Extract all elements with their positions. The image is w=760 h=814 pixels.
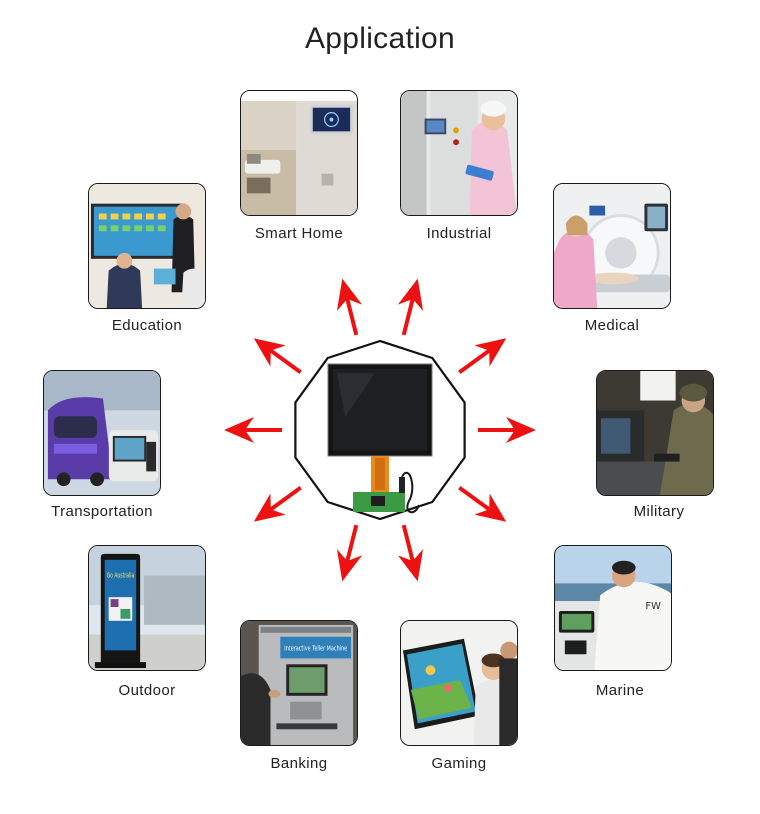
label-outdoor: Outdoor bbox=[118, 682, 176, 699]
touch-panel-shine bbox=[337, 373, 375, 417]
smart-home-image bbox=[241, 91, 357, 215]
svg-text:FW: FW bbox=[645, 601, 661, 612]
tile-smart-home bbox=[240, 90, 358, 216]
label-smart-home: Smart Home bbox=[254, 225, 344, 242]
arrow-shaft bbox=[458, 348, 491, 375]
arrow-head bbox=[397, 278, 424, 311]
arrow-head bbox=[474, 493, 507, 522]
arrow-transportation bbox=[224, 417, 282, 443]
arrow-banking bbox=[336, 524, 363, 582]
arrow-shaft bbox=[345, 524, 359, 562]
arrow-head bbox=[506, 417, 536, 443]
banking-image: Interactive Teller Machine bbox=[241, 621, 357, 745]
arrow-head bbox=[474, 338, 507, 367]
gaming-image bbox=[401, 621, 517, 745]
arrow-head bbox=[253, 338, 286, 367]
controller-chip bbox=[371, 496, 385, 506]
arrow-head bbox=[253, 493, 286, 522]
label-banking: Banking bbox=[270, 755, 328, 772]
industrial-image bbox=[401, 91, 517, 215]
label-marine: Marine bbox=[595, 682, 645, 699]
diagram-title: Application bbox=[304, 22, 456, 55]
arrow-head bbox=[336, 278, 363, 311]
tile-medical bbox=[553, 183, 671, 309]
arrow-shaft bbox=[269, 348, 302, 375]
arrow-head bbox=[336, 549, 363, 582]
tile-industrial bbox=[400, 90, 518, 216]
arrow-gaming bbox=[397, 524, 424, 582]
label-industrial: Industrial bbox=[426, 225, 492, 242]
usb-cable bbox=[401, 471, 420, 514]
tile-gaming bbox=[400, 620, 518, 746]
tile-transportation bbox=[43, 370, 161, 496]
military-image bbox=[597, 371, 713, 495]
arrow-outdoor bbox=[253, 485, 302, 522]
arrow-medical bbox=[458, 338, 507, 375]
arrow-shaft bbox=[345, 298, 359, 336]
marine-image: FW bbox=[555, 546, 671, 670]
label-transportation: Transportation bbox=[51, 503, 153, 520]
arrow-head bbox=[224, 417, 254, 443]
tile-banking: Interactive Teller Machine bbox=[240, 620, 358, 746]
tile-marine: FW bbox=[554, 545, 672, 671]
center-product bbox=[294, 339, 466, 521]
label-education: Education bbox=[111, 317, 183, 334]
usb-connector bbox=[399, 477, 405, 493]
tile-military bbox=[596, 370, 714, 496]
tile-education bbox=[88, 183, 206, 309]
label-military: Military bbox=[633, 503, 685, 520]
smart-panel-icon bbox=[323, 112, 339, 128]
label-gaming: Gaming bbox=[431, 755, 487, 772]
arrow-industrial bbox=[397, 278, 424, 336]
label-medical: Medical bbox=[584, 317, 640, 334]
tile-outdoor: Go Australia bbox=[88, 545, 206, 671]
arrow-military bbox=[478, 417, 536, 443]
flex-cable-lines bbox=[375, 458, 385, 490]
transportation-image bbox=[44, 371, 160, 495]
medical-image bbox=[554, 184, 670, 308]
atm-banner: Interactive Teller Machine bbox=[284, 645, 347, 653]
arrow-shaft bbox=[458, 485, 491, 512]
education-image bbox=[89, 184, 205, 308]
arrow-education bbox=[253, 338, 302, 375]
arrow-head bbox=[397, 549, 424, 582]
arrow-smart-home bbox=[336, 278, 363, 336]
arrow-marine bbox=[458, 485, 507, 522]
outdoor-image: Go Australia bbox=[89, 546, 205, 670]
kiosk-screen-text: Go Australia bbox=[107, 571, 135, 579]
arrow-shaft bbox=[269, 485, 302, 512]
arrow-shaft bbox=[401, 298, 415, 336]
arrow-shaft bbox=[401, 524, 415, 562]
